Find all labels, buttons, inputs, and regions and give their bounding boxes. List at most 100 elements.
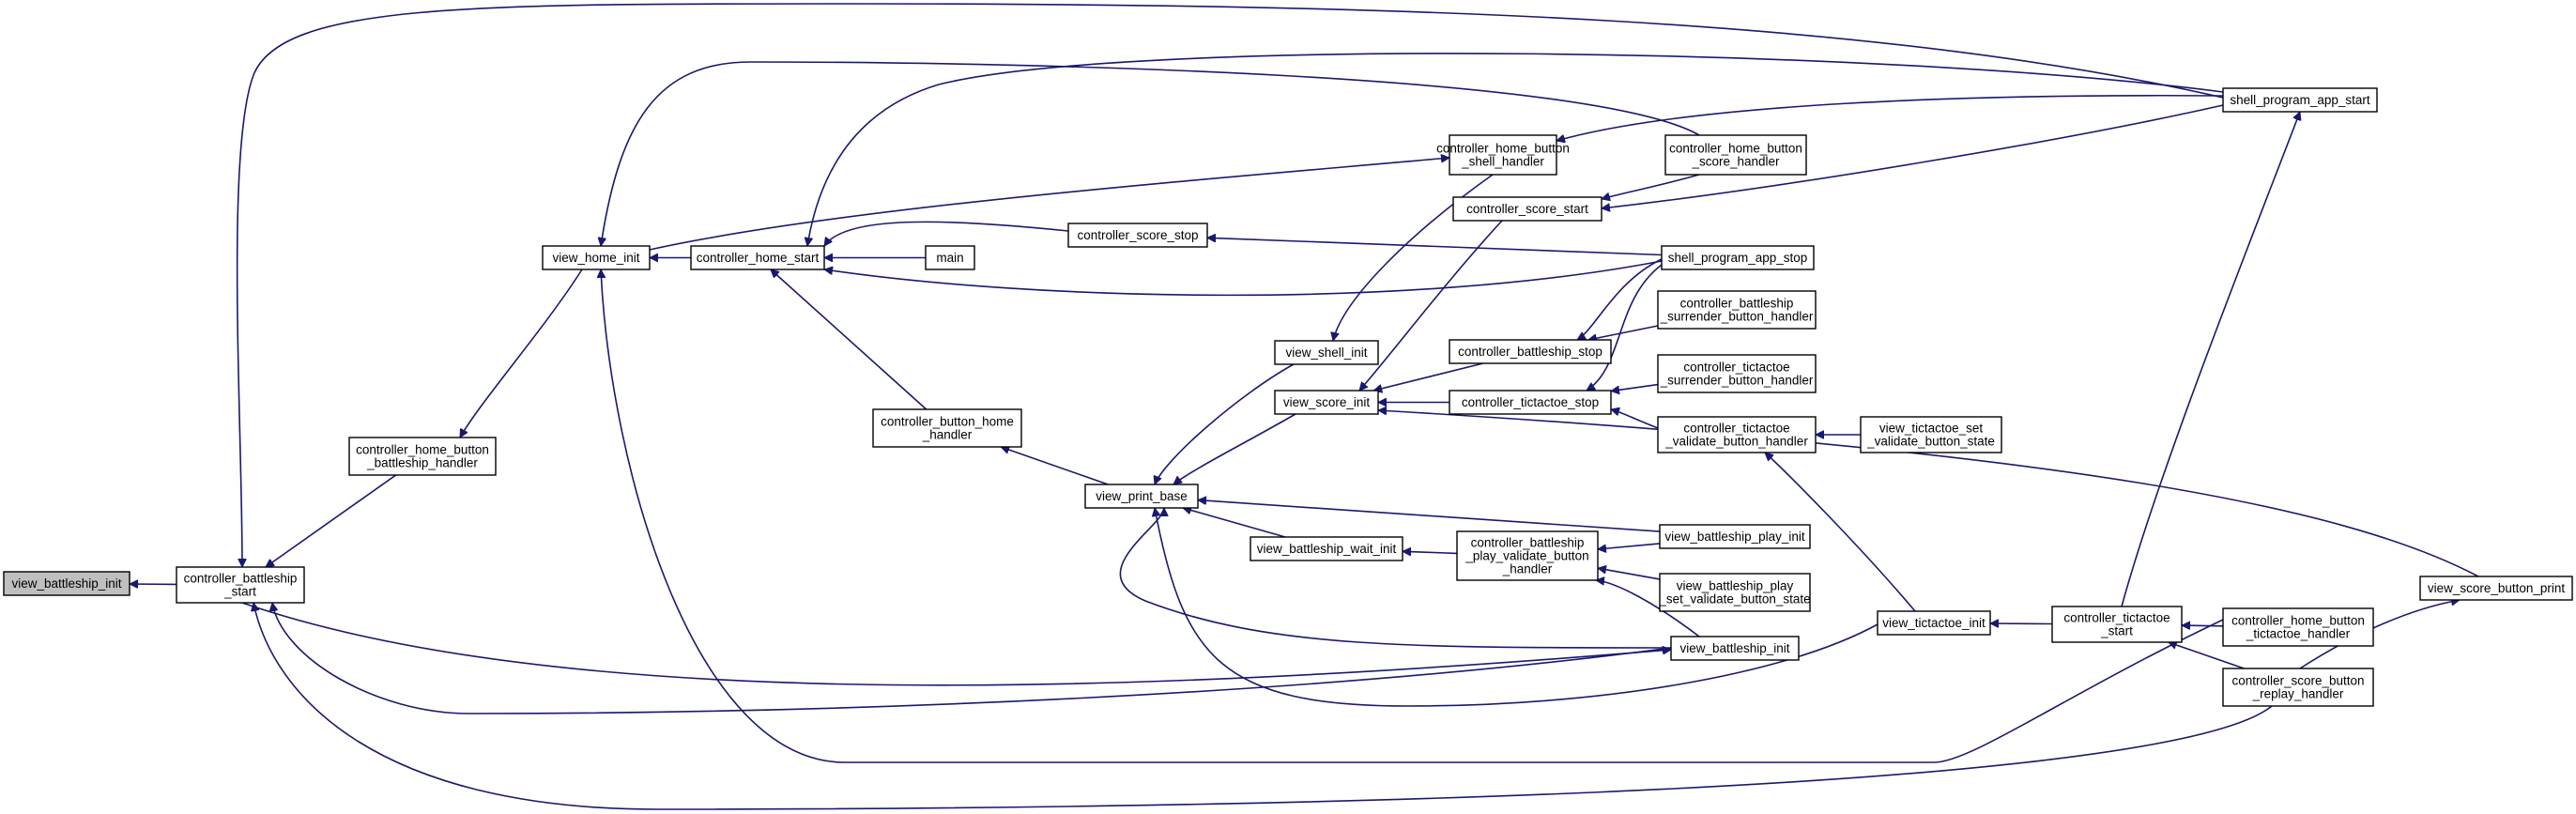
edge-controller_home_button_score_handler-to-view_home_init: [601, 61, 1700, 246]
node-label: view_shell_init: [1285, 346, 1367, 360]
node-box: [2222, 87, 2378, 113]
node-view_tictactoe_init[interactable]: view_tictactoe_init: [1877, 610, 1991, 636]
node-label: _shell_handler: [1461, 155, 1544, 169]
node-controller_tictactoe_validate_button_handler[interactable]: controller_tictactoe_validate_button_han…: [1657, 416, 1817, 453]
node-label: controller_battleship: [1471, 536, 1585, 550]
node-controller_home_button_battleship_handler[interactable]: controller_home_button_battleship_handle…: [348, 437, 497, 476]
node-controller_battleship_play_validate_button_handler[interactable]: controller_battleship_play_validate_butt…: [1456, 530, 1599, 581]
node-controller_battleship_start[interactable]: controller_battleship_start: [176, 566, 305, 604]
node-controller_home_button_score_handler[interactable]: controller_home_button_score_handler: [1664, 134, 1807, 176]
node-label: view_battleship_init: [1679, 641, 1789, 655]
edge-shell_program_app_stop-to-controller_home_start: [824, 260, 1663, 297]
node-box: [542, 245, 651, 270]
node-controller_score_button_replay_handler[interactable]: controller_score_button_replay_handler: [2222, 668, 2374, 707]
node-controller_battleship_stop[interactable]: controller_battleship_stop: [1449, 339, 1612, 364]
edge-view_battleship_play_init-to-controller_battleship_play_validate_button_handler: [1598, 543, 1661, 549]
node-label: controller_score_stop: [1077, 228, 1198, 242]
node-view_battleship_play_init[interactable]: view_battleship_play_init: [1659, 524, 1811, 549]
node-label: controller_score_start: [1466, 202, 1588, 216]
node-label: view_battleship_play: [1677, 579, 1794, 593]
edge-controller_home_button_score_handler-to-controller_score_start: [1602, 174, 1700, 199]
node-label: _handler: [1502, 562, 1553, 576]
edge-shell_program_app_start-to-controller_home_button_shell_handler: [1556, 94, 2224, 141]
node-view_home_init[interactable]: view_home_init: [542, 245, 651, 270]
node-box: [1250, 536, 1403, 561]
node-label: controller_battleship: [184, 572, 298, 586]
edge-view_home_init-to-controller_home_button_battleship_handler: [459, 269, 583, 438]
edge-controller_score_button_replay_handler-to-controller_tictactoe_start: [2169, 642, 2245, 669]
edge-controller_score_stop-to-controller_home_start: [823, 221, 1069, 246]
node-controller_tictactoe_stop[interactable]: controller_tictactoe_stop: [1449, 390, 1612, 415]
node-box: [1657, 416, 1817, 453]
node-controller_score_stop[interactable]: controller_score_stop: [1067, 223, 1208, 248]
edge-view_score_button_print-to-view_score_init: [1378, 410, 2479, 577]
node-label: controller_home_start: [697, 251, 820, 265]
edge-view_score_init-to-view_print_base: [1173, 413, 1296, 484]
node-label: controller_tictactoe_stop: [1462, 395, 1599, 409]
edges-layer: [130, 3, 2479, 810]
node-controller_home_button_shell_handler[interactable]: controller_home_button_shell_handler: [1436, 134, 1570, 176]
node-label: _start: [2100, 624, 2133, 638]
node-label: controller_battleship: [1680, 297, 1794, 311]
node-view_battleship_play_set_validate_button_state[interactable]: view_battleship_play_set_validate_button…: [1658, 573, 1811, 612]
edge-view_battleship_play_set_validate_button_state-to-controller_battleship_play_validate_button_handler: [1598, 568, 1661, 580]
nodes-layer: view_battleship_init controller_battleshi…: [3, 87, 2573, 707]
node-view_shell_init[interactable]: view_shell_init: [1274, 340, 1379, 365]
node-box: [176, 566, 305, 604]
node-view_tictactoe_set_validate_button_state[interactable]: view_tictactoe_set_validate_button_state: [1860, 416, 2002, 453]
node-label: controller_tictactoe: [1683, 361, 1789, 375]
node-label: controller_home_button: [2231, 614, 2365, 628]
node-label: view_battleship_play_init: [1664, 530, 1805, 544]
node-controller_button_home_handler[interactable]: controller_button_home_handler: [872, 408, 1022, 448]
node-box: [1274, 340, 1379, 365]
node-view_score_init[interactable]: view_score_init: [1274, 390, 1379, 415]
edge-view_home_init-to-controller_home_button_shell_handler: [649, 158, 1449, 251]
node-view_print_base[interactable]: view_print_base: [1084, 484, 1199, 509]
node-view_battleship_init_focus[interactable]: view_battleship_init: [3, 571, 130, 596]
node-controller_tictactoe_surrender_button_handler[interactable]: controller_tictactoe_surrender_button_ha…: [1657, 354, 1817, 393]
node-label: shell_program_app_stop: [1668, 251, 1808, 265]
node-label: _handler: [922, 428, 973, 442]
node-box: [1449, 390, 1612, 415]
node-controller_battleship_surrender_button_handler[interactable]: controller_battleship_surrender_button_h…: [1657, 290, 1817, 330]
node-main[interactable]: main: [925, 245, 975, 270]
node-box: [1664, 134, 1807, 176]
node-controller_score_start[interactable]: controller_score_start: [1452, 196, 1602, 222]
node-box: [1659, 573, 1811, 612]
node-box: [1657, 354, 1817, 393]
node-label: view_score_init: [1283, 395, 1371, 409]
edge-controller_battleship_play_validate_button_handler-to-view_battleship_wait_init: [1403, 551, 1458, 553]
edge-view_shell_init-to-view_print_base: [1155, 363, 1295, 484]
edge-view_battleship_init-to-controller_battleship_play_validate_button_handler: [1596, 580, 1700, 637]
node-label: view_tictactoe_set: [1879, 422, 1984, 436]
node-box: [2222, 607, 2374, 647]
node-view_battleship_init[interactable]: view_battleship_init: [1670, 636, 1800, 661]
edge-view_battleship_init-to-controller_battleship_start: [272, 603, 1672, 714]
edge-controller_home_button_battleship_handler-to-controller_battleship_start: [266, 474, 397, 568]
node-shell_program_app_start[interactable]: shell_program_app_start: [2222, 87, 2378, 113]
edge-shell_program_app_start-to-controller_battleship_start: [236, 3, 2224, 567]
node-box: [1670, 636, 1800, 661]
node-label: _start: [223, 585, 256, 599]
node-label: shell_program_app_start: [2230, 93, 2370, 107]
node-controller_tictactoe_start[interactable]: controller_tictactoe_start: [2051, 606, 2183, 643]
node-label: controller_home_button: [1436, 142, 1570, 156]
edge-view_battleship_init-to-view_print_base: [1119, 507, 1672, 649]
node-controller_home_start[interactable]: controller_home_start: [690, 245, 825, 270]
node-label: _score_handler: [1691, 155, 1780, 169]
node-shell_program_app_stop[interactable]: shell_program_app_stop: [1661, 245, 1815, 270]
edge-view_tictactoe_init-to-view_print_base: [1155, 508, 1878, 707]
node-label: _validate_button_handler: [1664, 435, 1808, 449]
edge-view_battleship_wait_init-to-view_print_base: [1183, 508, 1286, 538]
edge-shell_program_app_start-to-controller_score_start: [1602, 104, 2224, 208]
node-view_battleship_wait_init[interactable]: view_battleship_wait_init: [1250, 536, 1403, 561]
edge-controller_home_button_tictactoe_handler-to-controller_tictactoe_start: [2182, 625, 2224, 626]
node-label: view_battleship_wait_init: [1257, 542, 1397, 556]
node-box: [1067, 223, 1208, 248]
node-label: view_score_button_print: [2428, 581, 2566, 595]
node-view_score_button_print[interactable]: view_score_button_print: [2419, 576, 2573, 601]
node-controller_home_button_tictactoe_handler[interactable]: controller_home_button_tictactoe_handler: [2222, 607, 2374, 647]
edge-view_battleship_play_init-to-view_print_base: [1198, 500, 1661, 532]
node-label: controller_home_button: [1669, 142, 1802, 156]
